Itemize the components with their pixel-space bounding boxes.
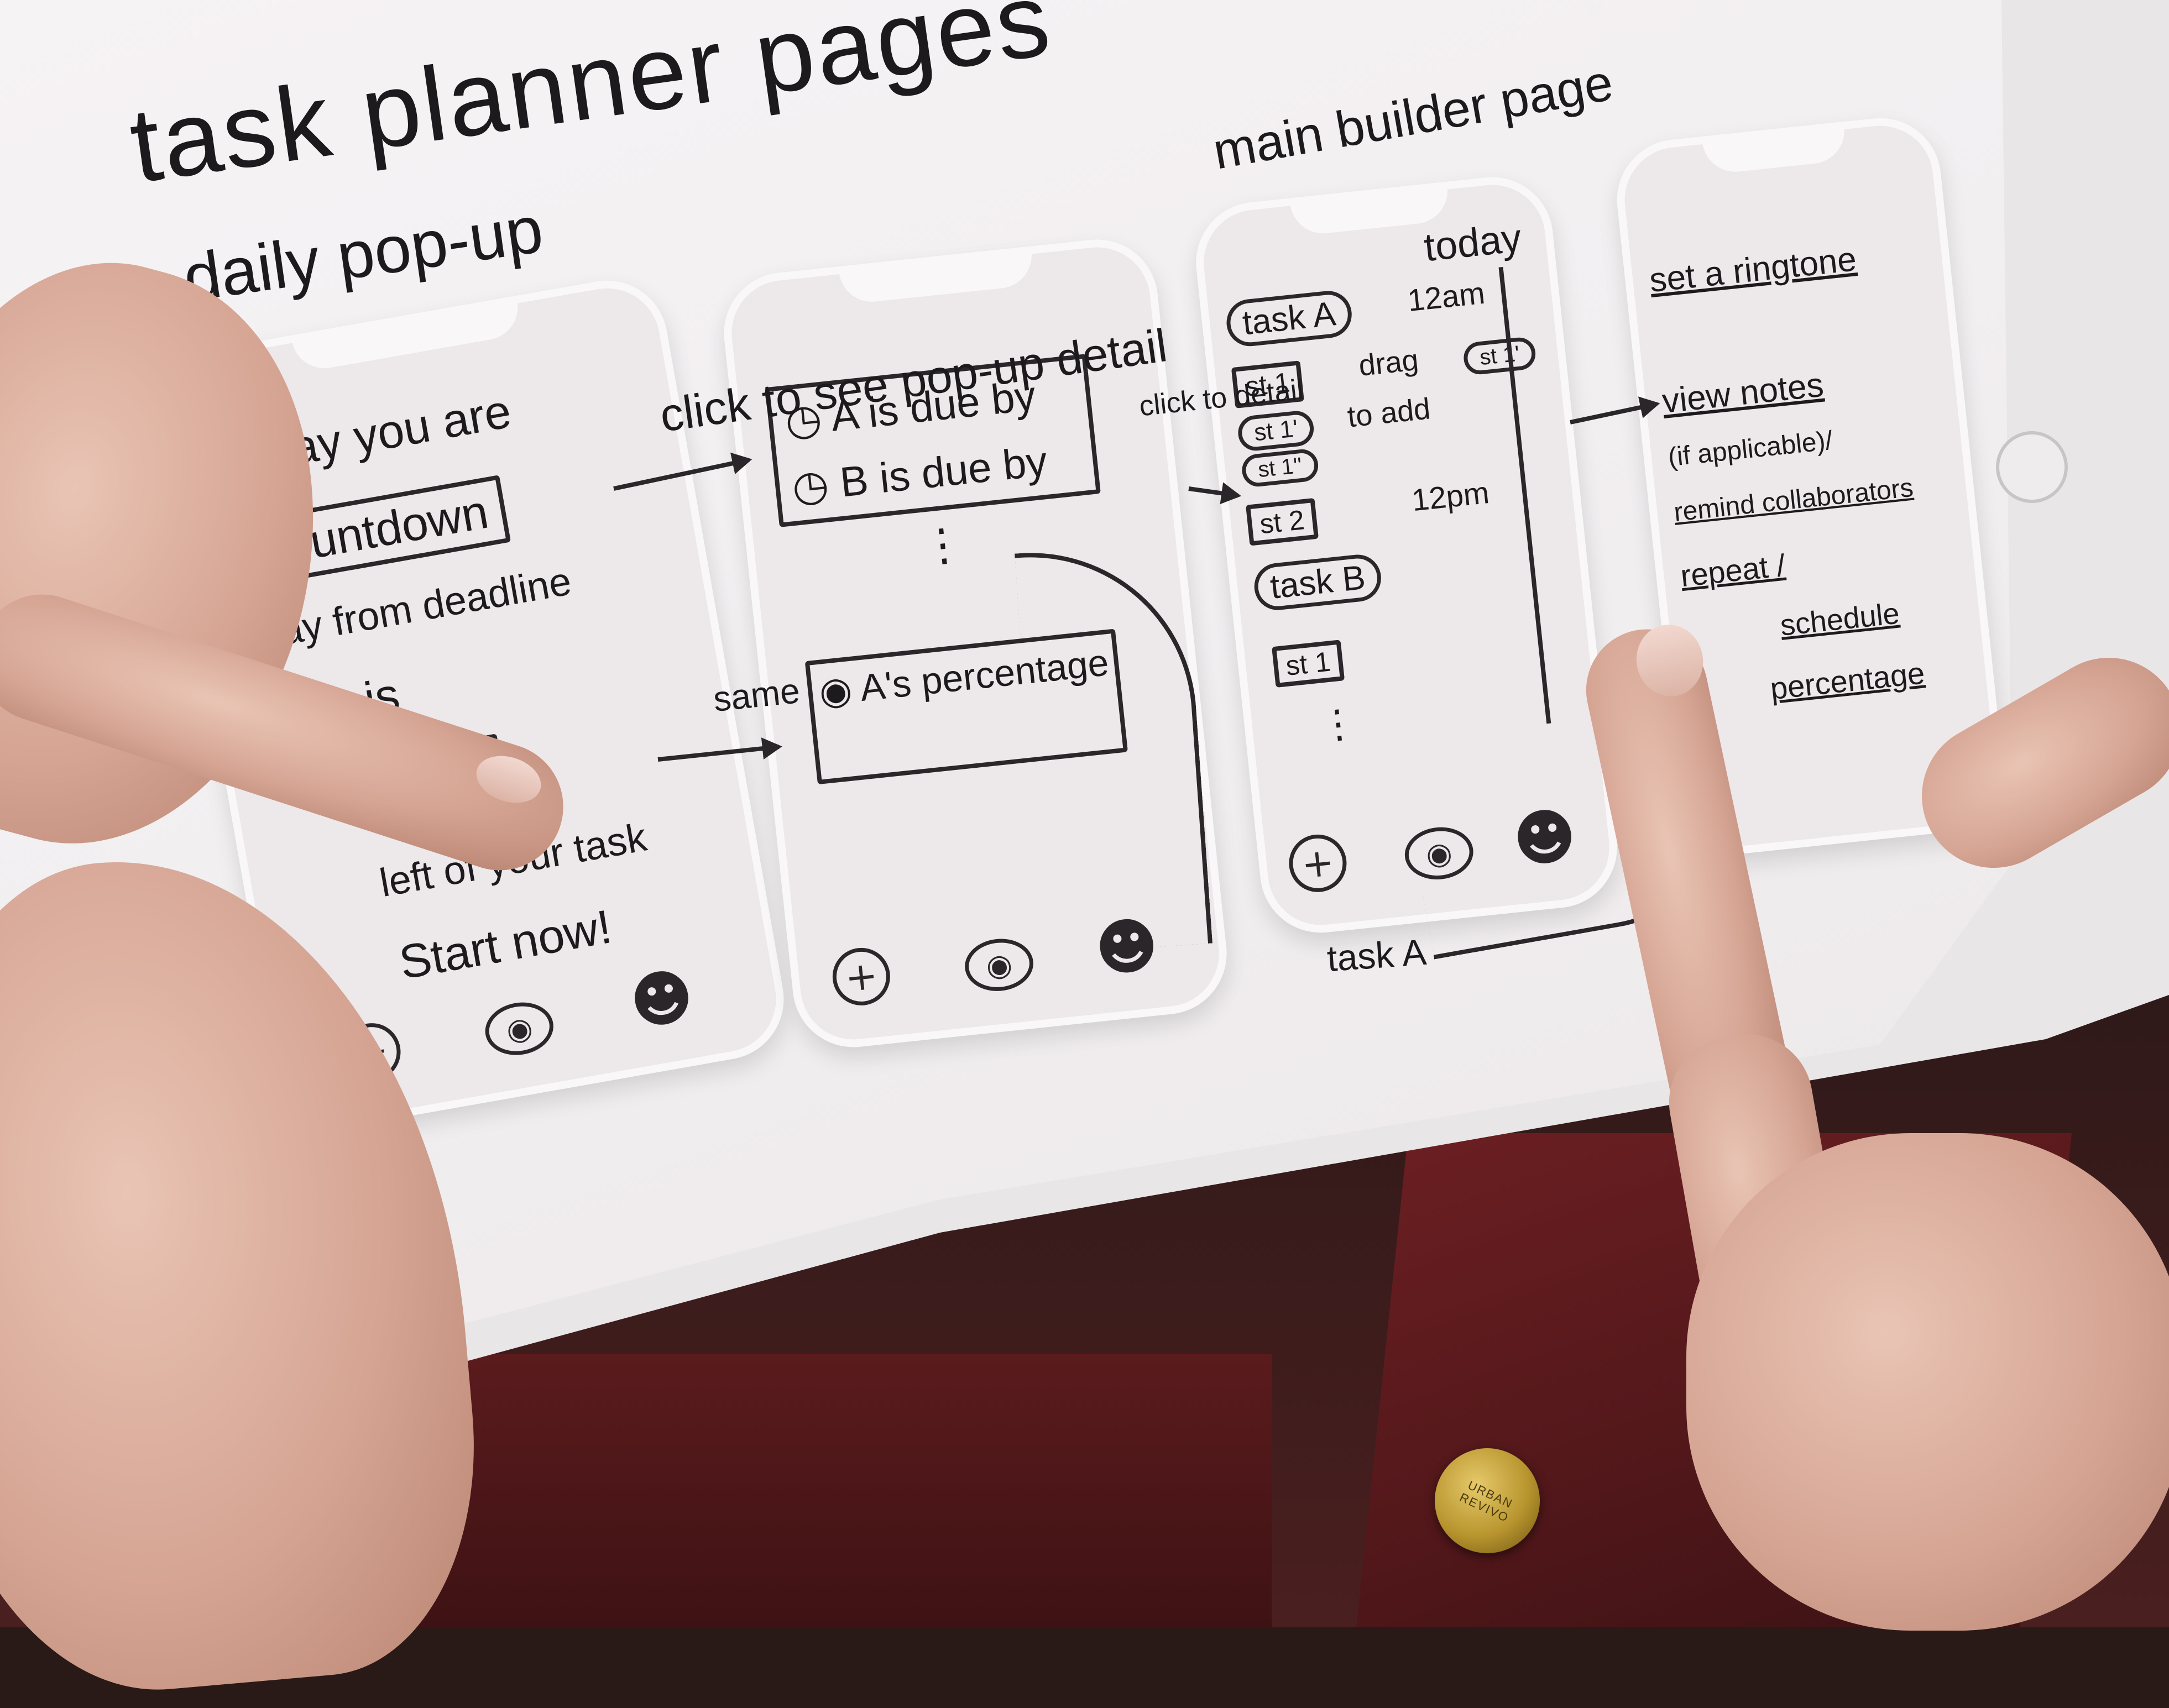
tablet: task planner pages daily pop-up main bui… bbox=[0, 0, 2169, 1627]
p3-dots: ⋮ bbox=[1316, 700, 1360, 748]
p4-remind-collaborators: remind collaborators bbox=[1672, 473, 1915, 527]
p3-task-b: task B bbox=[1252, 552, 1384, 612]
p4-schedule: schedule bbox=[1779, 596, 1901, 642]
person-icon: ☻ bbox=[624, 958, 699, 1040]
p3-time-12am: 12am bbox=[1405, 275, 1487, 318]
p3-st1p: st 1' bbox=[1236, 409, 1316, 453]
p3-drag-label: drag bbox=[1357, 343, 1420, 383]
plus-icon: + bbox=[1286, 831, 1350, 895]
p4-set-ringtone: set a ringtone bbox=[1648, 240, 1858, 300]
p3-st2: st 2 bbox=[1245, 497, 1319, 546]
bag-fold-lower bbox=[387, 1354, 1272, 1627]
people-icon: ◉ bbox=[481, 997, 558, 1061]
task-a-caption: task A bbox=[1325, 931, 1428, 979]
p3-st1pp: st 1'' bbox=[1240, 448, 1320, 489]
p3-time-12pm: 12pm bbox=[1410, 474, 1491, 518]
p3-task-a: task A bbox=[1224, 289, 1354, 349]
plus-icon: + bbox=[829, 945, 893, 1008]
p3-st1-dragged: st 1' bbox=[1462, 336, 1538, 376]
p3-st1-b: st 1 bbox=[1272, 640, 1345, 688]
people-icon: ◉ bbox=[962, 935, 1036, 994]
p2-dots: ⋮ bbox=[918, 518, 968, 572]
p4-if-applicable: (if applicable)/ bbox=[1666, 426, 1834, 473]
p3-today: today bbox=[1421, 216, 1524, 270]
home-button[interactable] bbox=[1996, 431, 2068, 503]
p4-view-notes: view notes bbox=[1660, 365, 1826, 421]
right-palm bbox=[1686, 1133, 2169, 1631]
p4-percentage: percentage bbox=[1768, 655, 1926, 706]
p4-repeat: repeat / bbox=[1679, 547, 1787, 594]
bag-snap-button: URBAN REVIVO bbox=[1435, 1448, 1540, 1553]
p3-timeline bbox=[1498, 266, 1551, 724]
p3-to-add-label: to add bbox=[1346, 392, 1432, 434]
